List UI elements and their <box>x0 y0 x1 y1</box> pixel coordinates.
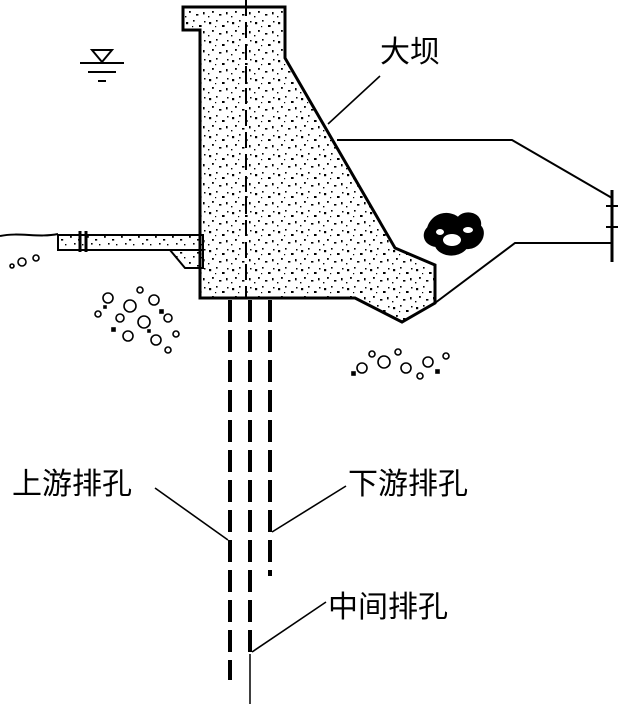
ground <box>0 233 612 304</box>
downstream-drain-leader <box>271 485 347 533</box>
dam-label: 大坝 <box>380 35 440 70</box>
soil-cluster-right <box>351 348 450 380</box>
dam-leader <box>327 75 381 125</box>
dam-body <box>181 0 437 324</box>
leader-lines <box>154 75 381 653</box>
riprap-stones <box>423 212 484 256</box>
drainage-holes <box>228 300 272 680</box>
middle-drain-label: 中间排孔 <box>328 590 448 625</box>
downstream-drain-label: 下游排孔 <box>348 467 468 502</box>
soil-clusters <box>9 254 450 380</box>
upstream-apron <box>57 231 204 269</box>
downstream-ground-line <box>434 242 612 304</box>
upstream-ground-line <box>0 233 59 237</box>
upstream-drain-label: 上游排孔 <box>12 467 132 502</box>
middle-drain-leader <box>251 601 327 653</box>
soil-cluster-left <box>9 254 40 269</box>
downstream-structure <box>337 139 618 262</box>
water-level-icon <box>80 49 124 82</box>
upstream-drain-leader <box>154 487 229 541</box>
soil-cluster-mid <box>94 286 180 354</box>
